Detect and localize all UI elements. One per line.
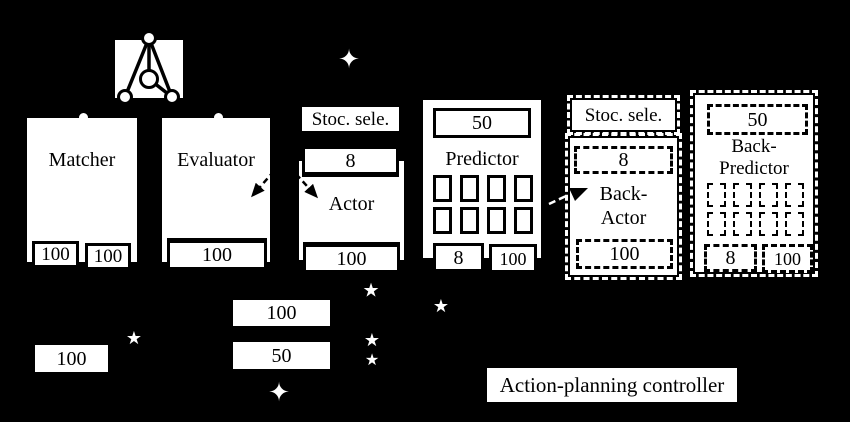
matcher-output-box: 100	[85, 243, 131, 270]
predictor-input-box: 50	[433, 108, 531, 138]
predictor-input-value: 50	[472, 112, 492, 134]
predictor-output-value: 100	[499, 248, 527, 269]
star-icon: ★	[364, 350, 380, 369]
back-predictor-output-box: 8	[704, 244, 757, 272]
actor-input-value: 8	[345, 149, 356, 172]
caption-box: Action-planning controller	[487, 368, 737, 402]
matcher-label: Matcher	[48, 149, 116, 171]
matcher-box: Matcher	[27, 118, 137, 262]
predictor-output-box: 8	[433, 243, 484, 272]
value-text: 100	[56, 347, 87, 370]
stochastic-selector-box: Stoc. sele.	[302, 107, 399, 131]
actor-output-box: 100	[303, 242, 400, 273]
predictor-label: Predictor	[445, 148, 519, 170]
unit-square	[514, 207, 533, 234]
caption-text: Action-planning controller	[499, 372, 725, 397]
value-box-mid-upper: 100	[233, 300, 330, 326]
actor-output-value: 100	[336, 247, 367, 270]
unit-square-dashed	[733, 212, 752, 236]
back-predictor-input-box: 50	[707, 104, 808, 135]
unit-square-dashed	[785, 212, 804, 236]
back-predictor-output-value: 8	[725, 247, 736, 269]
matcher-output-box: 100	[32, 241, 79, 268]
value-text: 50	[271, 344, 292, 367]
dashed-arrow-to-back-actor	[548, 194, 567, 206]
evaluator-label: Evaluator	[177, 149, 255, 171]
back-predictor-output-value: 100	[774, 248, 801, 269]
actor-label: Actor	[328, 193, 375, 215]
predictor-output-box: 100	[489, 244, 537, 273]
evaluator-output-box: 100	[167, 238, 267, 270]
star-icon: ★	[362, 279, 380, 302]
unit-square-dashed	[707, 183, 726, 207]
value-box-bottom-left: 100	[35, 345, 108, 372]
back-actor-output-box: 100	[576, 239, 673, 269]
unit-square	[487, 207, 506, 234]
back-actor-label-line2: Actor	[600, 207, 647, 229]
network-graph-icon	[115, 30, 183, 105]
star-icon: ★	[363, 330, 381, 351]
matcher-output-value: 100	[93, 246, 123, 267]
stochastic-selector-label: Stoc. sele.	[311, 108, 390, 130]
predictor-output-value: 8	[453, 246, 464, 269]
matcher-output-value: 100	[41, 244, 70, 265]
actor-input-box: 8	[302, 146, 399, 177]
unit-square-dashed	[759, 183, 778, 207]
stochastic-selector-box: Stoc. sele.	[567, 95, 680, 135]
unit-square-dashed	[733, 183, 752, 207]
unit-square-dashed	[759, 212, 778, 236]
sparkle-icon: ✦	[338, 45, 360, 75]
back-actor-output-value: 100	[609, 243, 640, 265]
back-predictor-output-box: 100	[762, 244, 813, 273]
sparkle-icon: ✦	[268, 378, 290, 408]
back-actor-label-line1: Back-	[599, 183, 648, 205]
unit-square	[460, 207, 479, 234]
unit-square	[487, 175, 506, 202]
back-predictor-input-value: 50	[747, 108, 768, 131]
unit-square	[514, 175, 533, 202]
unit-square	[433, 207, 452, 234]
unit-square	[433, 175, 452, 202]
star-icon: ★	[125, 328, 143, 349]
evaluator-output-value: 100	[202, 244, 232, 266]
unit-square	[460, 175, 479, 202]
unit-square-dashed	[707, 212, 726, 236]
back-actor-input-box: 8	[574, 146, 673, 174]
stochastic-selector-label: Stoc. sele.	[584, 104, 663, 126]
value-text: 100	[266, 302, 297, 324]
back-actor-input-value: 8	[618, 149, 629, 171]
back-predictor-label-line2: Predictor	[719, 158, 789, 179]
star-icon: ★	[432, 296, 450, 317]
value-box-mid-lower: 50	[233, 342, 330, 369]
back-predictor-label-line1: Back-	[731, 136, 777, 157]
unit-square-dashed	[785, 183, 804, 207]
